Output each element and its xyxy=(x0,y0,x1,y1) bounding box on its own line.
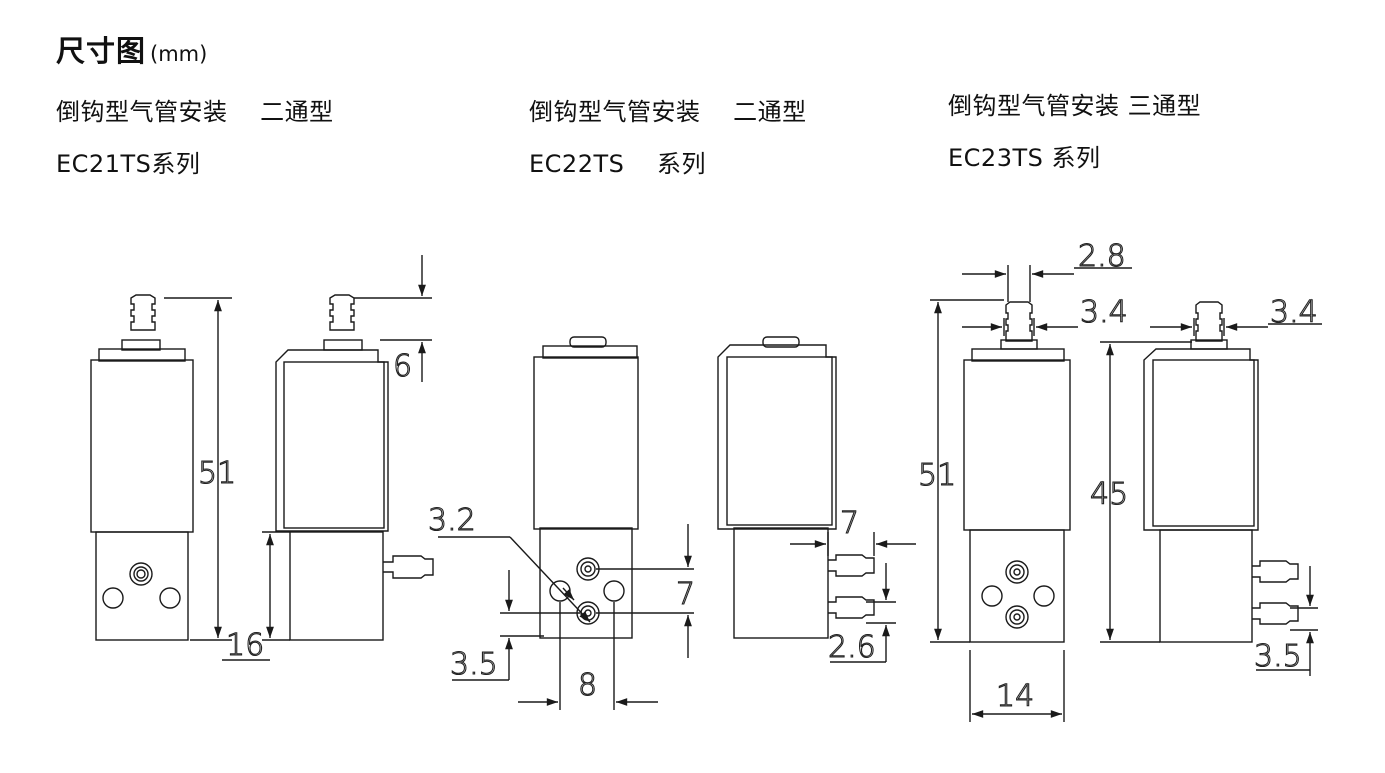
ec23-dim-2-8: 2.8 xyxy=(962,238,1132,302)
ec23-front-view xyxy=(963,301,1071,643)
ec22-port-pitch-h: 8 xyxy=(578,668,597,703)
ec22-mount-type: 倒钩型气管安装 二通型 xyxy=(529,98,807,126)
ec23-dim-3-4-side: 3.4 xyxy=(1150,294,1322,336)
ec22-dim-8: 8 xyxy=(518,602,658,710)
ec21-mount-type: 倒钩型气管安装 二通型 xyxy=(56,98,334,126)
ec23-tube-od-side: 3.4 xyxy=(1270,295,1318,330)
ec22-dim-7-horizontal: 7 xyxy=(790,505,916,556)
ec22-dim-3-5: 3.5 xyxy=(449,570,580,683)
ec21-dim-51: 51 xyxy=(164,297,237,641)
title-unit: (mm) xyxy=(150,42,208,66)
ec22-side-view xyxy=(717,336,875,639)
ec21-dim-16: 16 xyxy=(222,531,290,664)
ec23-dim-3-4-front: 3.4 xyxy=(962,294,1128,336)
ec22-dim-7-vertical: 7 xyxy=(596,524,696,658)
ec23-tube-dia-front: 2.8 xyxy=(1078,239,1126,274)
ec23-side-view xyxy=(1143,301,1299,643)
model-caption-ec23: 倒钩型气管安装 三通型 EC23TS 系列 xyxy=(948,80,1201,184)
ec21-dim-6: 6 xyxy=(354,255,432,385)
page-title: 尺寸图(mm) xyxy=(56,28,207,70)
ec23-port-offset: 3.5 xyxy=(1254,639,1302,674)
ec23-series: EC23TS 系列 xyxy=(948,144,1101,172)
ec23-dim-45: 45 xyxy=(1089,341,1192,643)
model-caption-ec22: 倒钩型气管安装 二通型 EC22TS 系列 xyxy=(529,86,807,190)
ec22-port-pitch-v: 7 xyxy=(676,577,695,612)
ec23-dim-14: 14 xyxy=(969,650,1065,722)
ec22-dim-3-2: 3.2 xyxy=(427,502,591,623)
ec21-front-view xyxy=(90,294,194,641)
ec21-height-base: 16 xyxy=(226,628,264,663)
ec21-side-view xyxy=(275,294,434,641)
ec22-port-dia: 3.2 xyxy=(428,503,476,538)
ec23-height-total: 51 xyxy=(918,458,956,493)
title-text: 尺寸图 xyxy=(56,34,147,68)
ec22-front-view xyxy=(533,336,639,639)
ec23-tube-od-front: 3.4 xyxy=(1080,295,1128,330)
ec22-tube-dia: 2.6 xyxy=(828,630,876,665)
ec22-tube-len: 7 xyxy=(840,506,859,541)
ec22-dim-2-6: 2.6 xyxy=(827,563,896,666)
model-caption-ec21: 倒钩型气管安装 二通型 EC21TS系列 xyxy=(56,86,334,190)
ec21-height-tube: 6 xyxy=(393,349,412,384)
ec21-height-total: 51 xyxy=(198,456,236,491)
ec23-dim-3-5: 3.5 xyxy=(1253,566,1318,676)
ec22-series: EC22TS 系列 xyxy=(529,150,706,178)
ec23-dim-51: 51 xyxy=(917,299,1004,643)
ec23-mount-type: 倒钩型气管安装 三通型 xyxy=(948,92,1202,120)
ec23-height-body: 45 xyxy=(1090,477,1128,512)
ec22-port-offset: 3.5 xyxy=(450,647,498,682)
ec23-base-width: 14 xyxy=(996,679,1034,714)
ec21-series: EC21TS系列 xyxy=(56,150,201,178)
